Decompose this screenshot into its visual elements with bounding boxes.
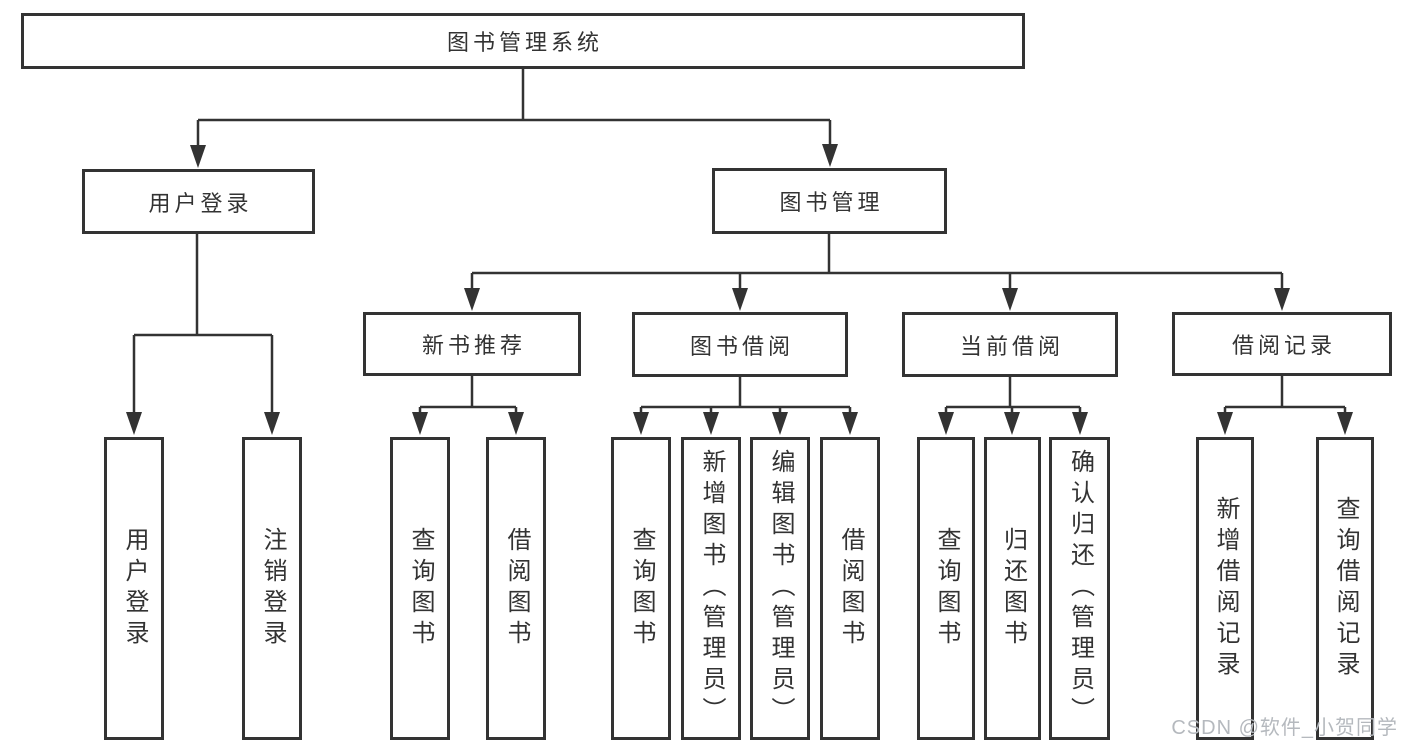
leaf-query-books-current: 查询图书 <box>917 437 975 740</box>
node-label: 新增图书（管理员） <box>698 449 725 728</box>
connector-user-login-branch <box>132 234 274 418</box>
leaf-query-borrow-record: 查询借阅记录 <box>1316 437 1374 740</box>
node-borrowing-records: 借阅记录 <box>1172 312 1392 376</box>
node-label: 查询图书 <box>628 526 655 651</box>
node-label: 图书管理 <box>779 190 884 215</box>
node-label: 借阅图书 <box>837 526 864 651</box>
node-label: 确认归还（管理员） <box>1066 449 1094 728</box>
connector-root-to-level2 <box>196 69 832 150</box>
connector-book-borrowing-branch <box>639 377 852 418</box>
connector-book-management-branch <box>470 234 1284 293</box>
connector-borrowing-records-branch <box>1223 376 1347 418</box>
node-label: 查询借阅记录 <box>1332 495 1359 682</box>
node-label: 借阅记录 <box>1231 333 1336 358</box>
node-label: 图书借阅 <box>689 333 794 359</box>
node-label: 用户登录 <box>148 190 253 216</box>
node-label: 借阅图书 <box>503 526 530 651</box>
arrowhead-icons <box>126 144 1353 435</box>
leaf-borrow-books-recommend: 借阅图书 <box>486 437 546 740</box>
leaf-query-books-recommend: 查询图书 <box>390 437 450 740</box>
node-label: 用户登录 <box>121 526 148 651</box>
leaf-edit-book-admin: 编辑图书（管理员） <box>750 437 810 740</box>
node-label: 新书推荐 <box>421 333 526 358</box>
node-book-borrowing: 图书借阅 <box>632 312 848 377</box>
leaf-user-login: 用户登录 <box>104 437 164 740</box>
csdn-watermark: CSDN @软件_小贺同学 <box>1171 717 1398 739</box>
node-label: 查询图书 <box>407 526 434 651</box>
node-new-book-recommend: 新书推荐 <box>363 312 581 376</box>
node-root: 图书管理系统 <box>21 13 1025 69</box>
leaf-confirm-return-admin: 确认归还（管理员） <box>1049 437 1110 740</box>
node-label: 图书管理系统 <box>446 30 603 55</box>
leaf-borrow-books-borrowing: 借阅图书 <box>820 437 880 740</box>
node-book-management: 图书管理 <box>712 168 947 234</box>
leaf-logout: 注销登录 <box>242 437 302 740</box>
node-user-login: 用户登录 <box>82 169 315 234</box>
leaf-query-books-borrowing: 查询图书 <box>611 437 671 740</box>
node-label: 编辑图书（管理员） <box>767 449 794 728</box>
node-label: 注销登录 <box>259 526 286 651</box>
leaf-add-borrow-record: 新增借阅记录 <box>1196 437 1254 740</box>
node-label: 当前借阅 <box>959 333 1064 359</box>
node-current-borrowing: 当前借阅 <box>902 312 1118 377</box>
connector-current-borrowing-branch <box>944 377 1082 418</box>
connector-new-book-branch <box>418 376 518 418</box>
node-label: 新增借阅记录 <box>1212 495 1239 682</box>
node-label: 查询图书 <box>933 526 960 651</box>
leaf-add-book-admin: 新增图书（管理员） <box>681 437 741 740</box>
node-label: 归还图书 <box>999 526 1027 651</box>
leaf-return-book: 归还图书 <box>984 437 1041 740</box>
